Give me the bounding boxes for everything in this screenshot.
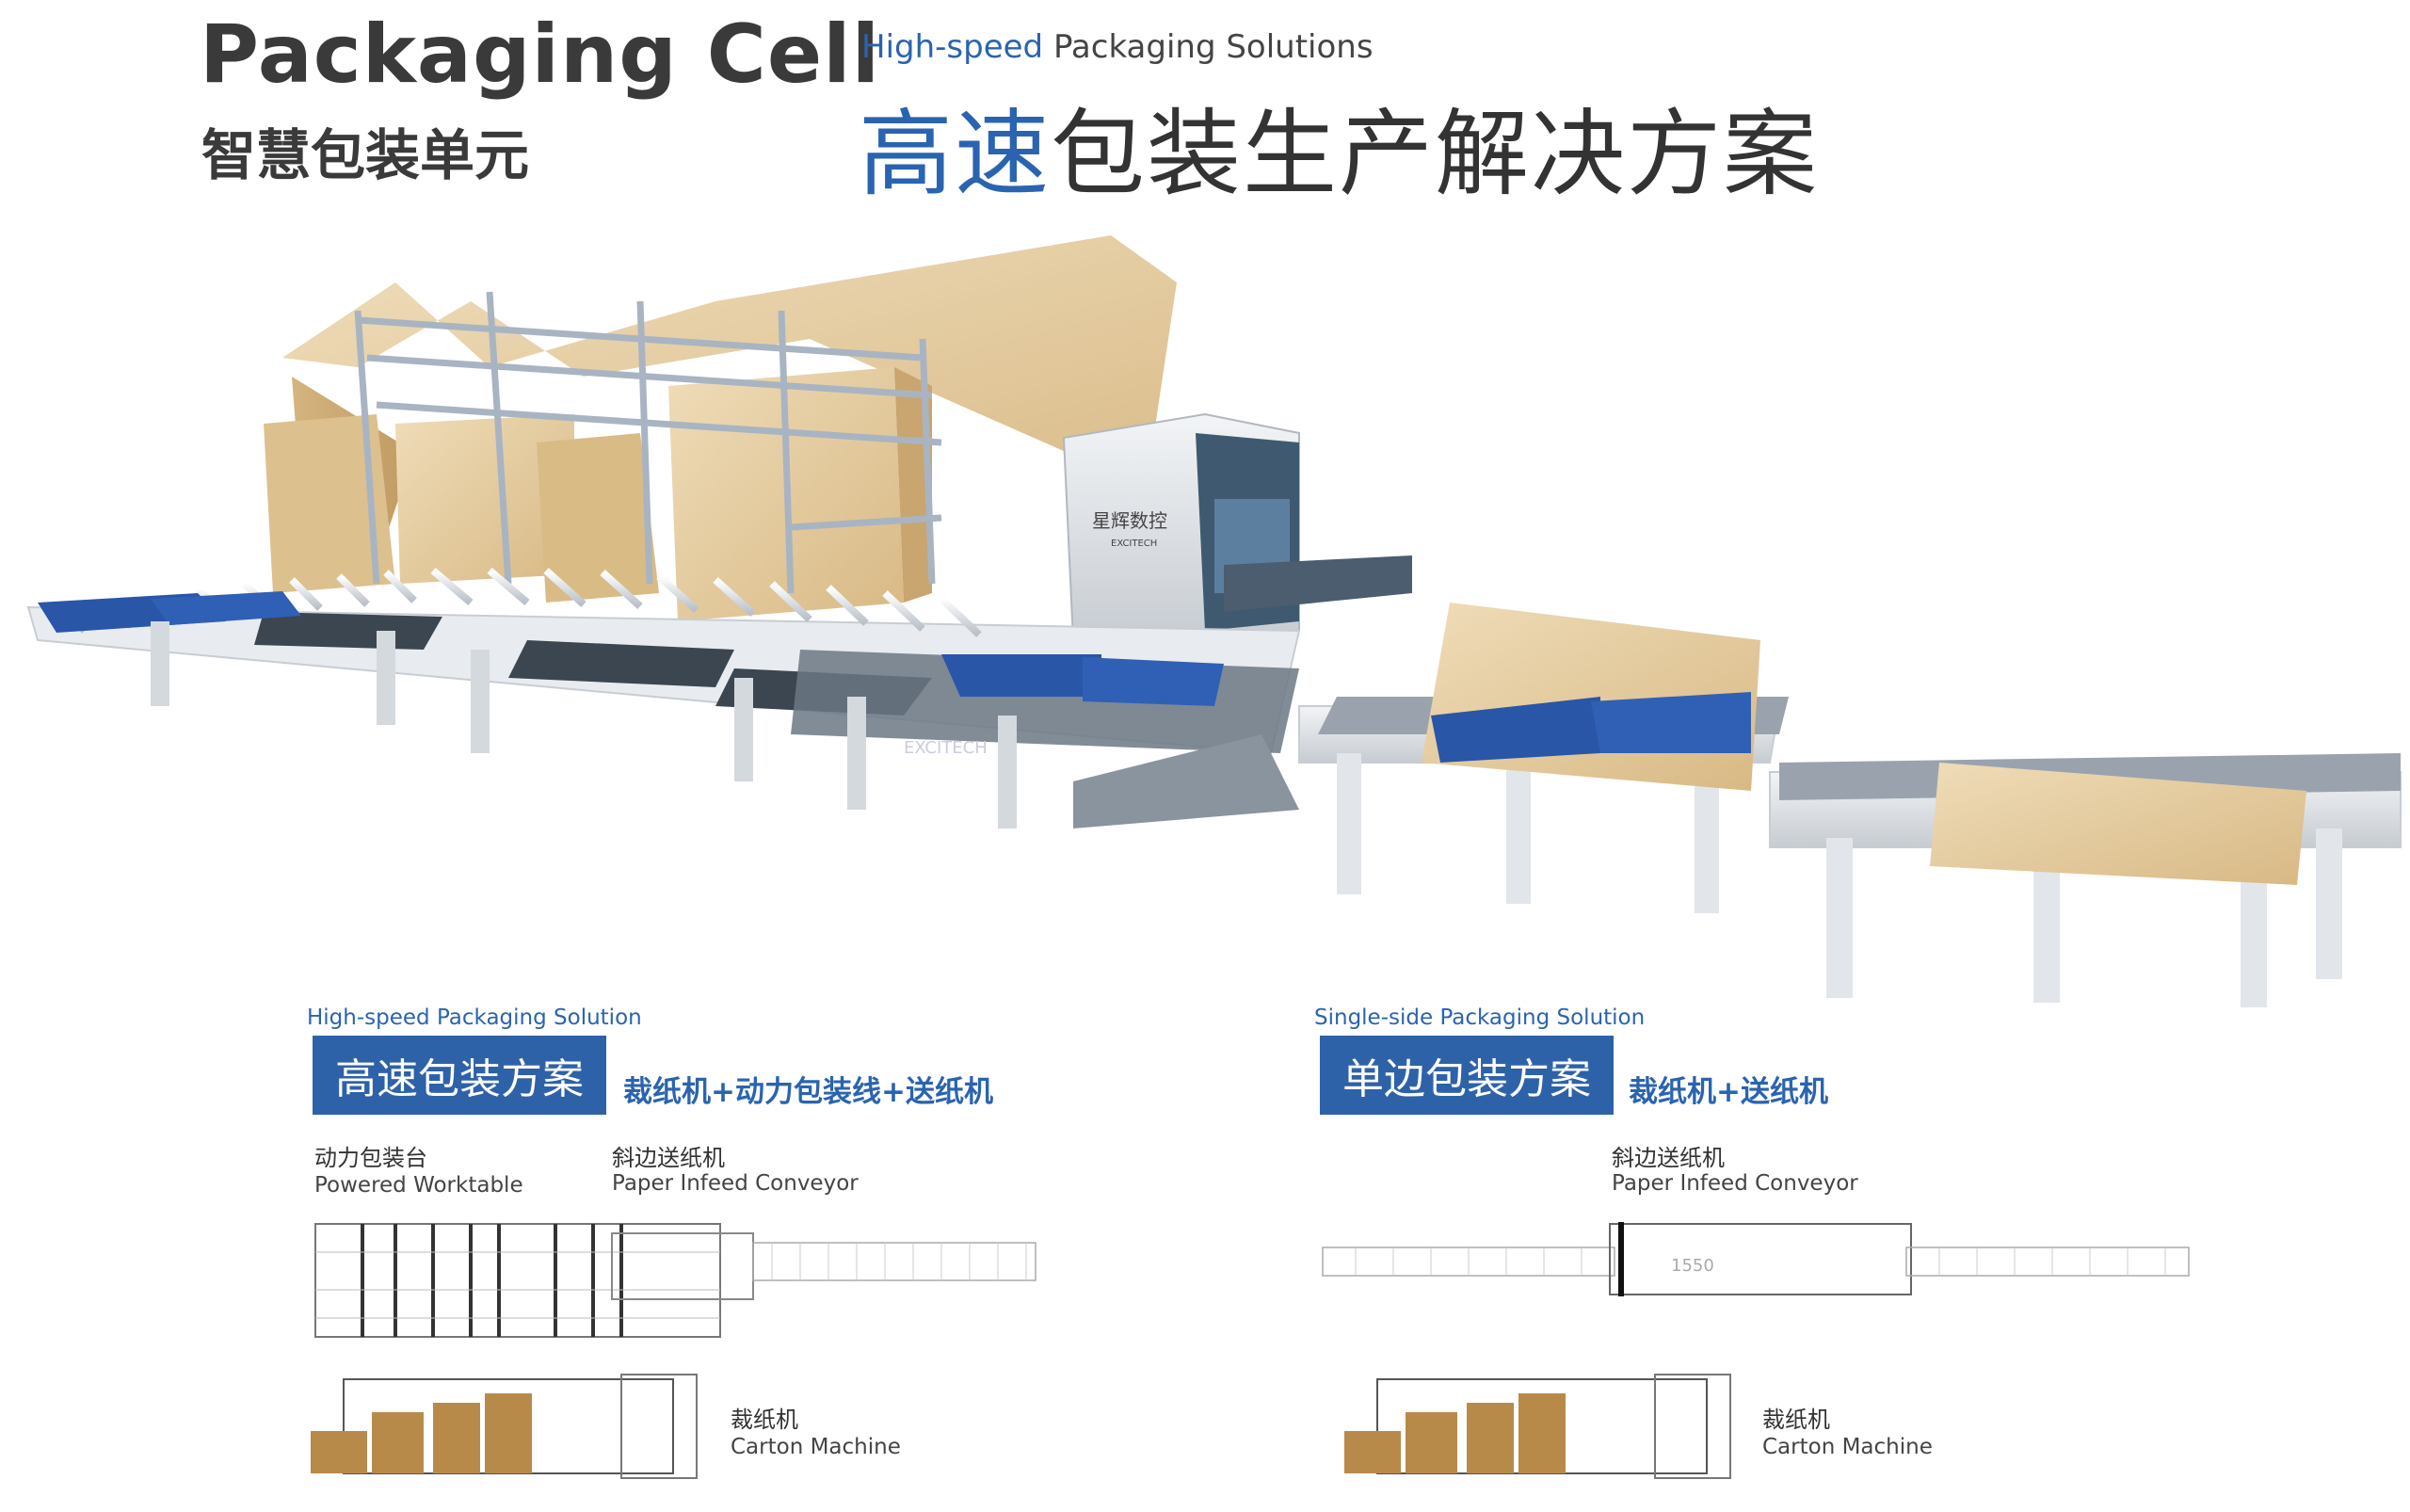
roller-conveyor-2 [1769, 753, 2402, 1007]
page-title-cn: 智慧包装单元 [201, 123, 530, 187]
carton-box [264, 414, 395, 593]
right-solution-components: 裁纸机+送纸机 [1629, 1075, 1828, 1109]
left-solution-label-en: High-speed Packaging Solution [307, 1005, 642, 1030]
carton-cutting-machine: 星辉数控 EXCITECH [1062, 412, 1412, 642]
powered-worktable: EXCITECH [26, 567, 1301, 828]
subtitle-cn-rest: 包装生产解决方案 [1051, 99, 1819, 209]
carton-machine-label-en: Carton Machine [731, 1435, 901, 1459]
subtitle-cn: 高速包装生产解决方案 [859, 77, 1819, 214]
right-layout-top-diagram: 1550 [1322, 1222, 2190, 1296]
infeed-label-cn: 斜边送纸机 [612, 1145, 725, 1171]
dimension-label: 1550 [1671, 1256, 1714, 1276]
right-carton-machine-label-cn: 裁纸机 [1762, 1407, 1830, 1433]
left-solution-components: 裁纸机+动力包装线+送纸机 [623, 1075, 993, 1109]
conveyor-brand: EXCITECH [904, 738, 988, 758]
roller-conveyor-1 [1298, 603, 1789, 913]
page-title: Packaging Cell [200, 8, 881, 102]
machine-brand-cn: 星辉数控 [1092, 509, 1167, 532]
infeed-label-en: Paper Infeed Conveyor [612, 1171, 859, 1196]
worktable-label-en: Powered Worktable [314, 1173, 523, 1198]
carton-box [537, 433, 659, 603]
machine-brand-en: EXCITECH [1111, 539, 1157, 549]
packaging-line-illustration: 星辉数控 EXCITECH EXCITECH [26, 235, 2402, 1007]
paper-sheet [282, 235, 1177, 480]
subtitle-en-rest: Packaging Solutions [1043, 28, 1374, 66]
right-carton-machine-label-en: Carton Machine [1762, 1435, 1933, 1459]
carton-box [395, 414, 574, 584]
right-solution-label-en: Single-side Packaging Solution [1314, 1005, 1646, 1030]
carton-box-side [894, 367, 932, 603]
left-solution-title: 高速包装方案 [313, 1036, 606, 1115]
worktable-label-cn: 动力包装台 [314, 1145, 427, 1171]
right-infeed-label-cn: 斜边送纸机 [1612, 1145, 1725, 1171]
right-solution-title: 单边包装方案 [1320, 1036, 1614, 1115]
subtitle-en: High-speed Packaging Solutions [861, 28, 1374, 66]
subtitle-cn-highlight: 高速 [859, 99, 1051, 209]
left-carton-machine-diagram [311, 1374, 698, 1479]
right-carton-machine-diagram [1344, 1374, 1731, 1479]
gantry-frame [354, 291, 942, 594]
subtitle-en-highlight: High-speed [861, 28, 1044, 66]
right-infeed-label-en: Paper Infeed Conveyor [1612, 1171, 1858, 1196]
carton-machine-label-cn: 裁纸机 [731, 1407, 798, 1433]
left-layout-top-diagram [314, 1223, 1036, 1338]
